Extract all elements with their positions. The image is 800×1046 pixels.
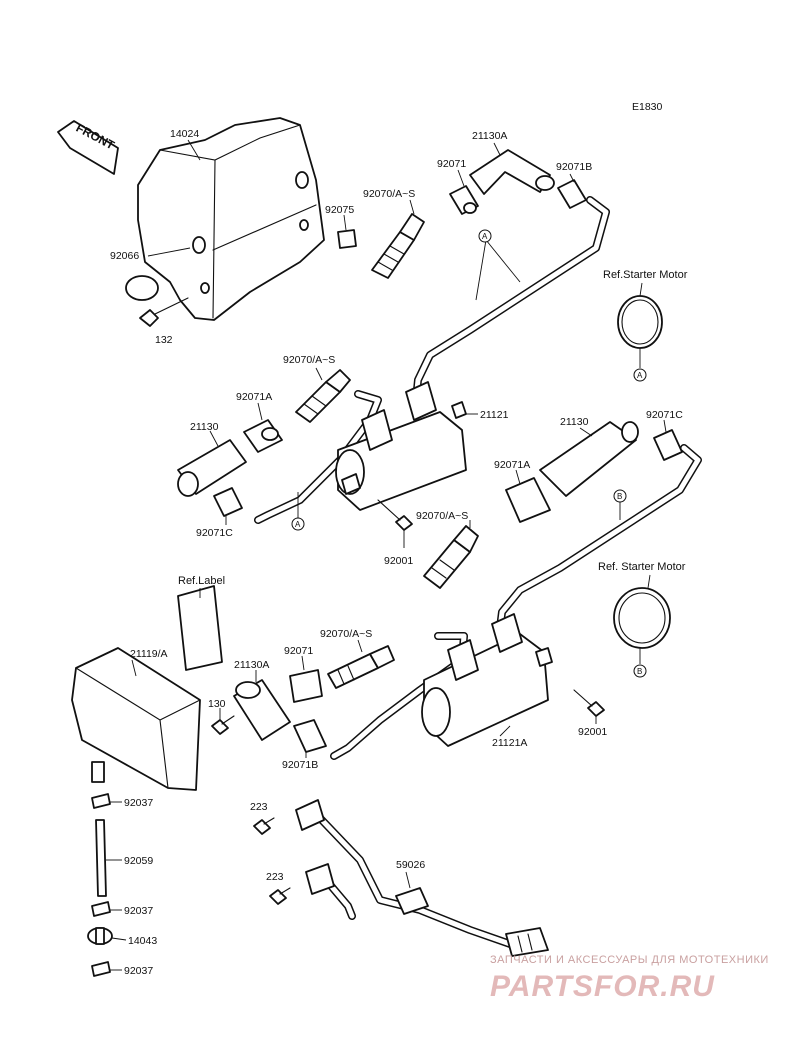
bolt-92001-low	[573, 689, 605, 717]
label-223-a: 223	[250, 801, 268, 813]
cap-92071b-low	[293, 719, 327, 753]
spark-plug-top	[371, 213, 425, 279]
label-92001-mid: 92001	[384, 555, 413, 567]
spark-plug-right	[423, 525, 479, 589]
starter-ring-a	[617, 295, 663, 349]
plug-cap-21130-left	[177, 439, 247, 497]
label-92071a-right: 92071A	[494, 459, 530, 471]
label-92070-right: 92070/A~S	[416, 510, 468, 522]
spark-plug-low	[327, 645, 395, 689]
label-ref-starter-a: Ref.Starter Motor	[603, 269, 688, 281]
svg-text:A: A	[295, 520, 301, 529]
callout-b-top	[613, 489, 627, 503]
label-59026: 59026	[396, 859, 425, 871]
bolt-92001-mid	[377, 499, 413, 531]
diagram-code: E1830	[632, 101, 663, 113]
label-92070-mid: 92070/A~S	[283, 354, 335, 366]
cap-92071c-right	[653, 429, 683, 461]
bolt-132	[139, 297, 189, 327]
screw-223-b	[269, 887, 291, 905]
starter-ring-b	[613, 587, 671, 649]
svg-text:A: A	[637, 371, 643, 380]
cap-92071c-left	[213, 487, 243, 517]
label-92070-top: 92070/A~S	[363, 188, 415, 200]
callout-b-ring	[633, 664, 647, 678]
label-21119a: 21119/A	[130, 648, 168, 660]
label-92037-b: 92037	[124, 905, 153, 917]
boot-92071a-right	[505, 477, 551, 523]
label-21121a: 21121A	[492, 737, 527, 749]
boot-92071-low	[289, 669, 323, 703]
screw-223-a	[253, 817, 275, 835]
label-21130a-top: 21130A	[472, 130, 507, 142]
label-92037-c: 92037	[124, 965, 153, 977]
plug-cap-21130a-top	[469, 149, 555, 195]
wiring-harness-59026	[295, 799, 549, 957]
spark-plug-mid	[295, 369, 351, 423]
label-92075: 92075	[325, 204, 354, 216]
igniter-21119a	[71, 647, 201, 791]
label-92071c-right: 92071C	[646, 409, 683, 421]
label-21130-right: 21130	[560, 416, 589, 428]
label-92071-top: 92071	[437, 158, 466, 170]
label-14024: 14024	[170, 128, 199, 140]
label-92071a-left: 92071A	[236, 391, 272, 403]
label-21130-left: 21130	[190, 421, 219, 433]
label-92037-a: 92037	[124, 797, 153, 809]
label-21121: 21121	[480, 409, 509, 421]
ht-lead-a	[412, 196, 610, 404]
label-130: 130	[208, 698, 226, 710]
ref-label-sticker	[177, 585, 223, 671]
plug-cap-21130-right	[539, 421, 639, 497]
label-92001-low: 92001	[578, 726, 607, 738]
label-132: 132	[155, 334, 173, 346]
label-92071c-left: 92071C	[196, 527, 233, 539]
ignition-coil-21121	[335, 381, 467, 511]
svg-text:B: B	[617, 492, 622, 501]
callout-a-top	[478, 229, 492, 243]
vacuum-assembly	[87, 793, 113, 977]
ignition-coil-21121a	[421, 613, 553, 747]
watermark-brand: PARTSFOR.RU	[490, 970, 715, 1003]
label-ref-label: Ref.Label	[178, 575, 225, 587]
callout-a-mid	[291, 517, 305, 531]
label-92066: 92066	[110, 250, 139, 262]
label-92071b-low: 92071B	[282, 759, 318, 771]
label-14043: 14043	[128, 935, 157, 947]
coil-cover	[137, 117, 325, 321]
label-92059: 92059	[124, 855, 153, 867]
svg-text:A: A	[482, 232, 488, 241]
label-223-b: 223	[266, 871, 284, 883]
grommet-92066	[125, 275, 159, 301]
ht-lead-b	[496, 444, 702, 632]
label-92071-low: 92071	[284, 645, 313, 657]
pad-92075	[337, 229, 357, 249]
label-92070-low: 92070/A~S	[320, 628, 372, 640]
front-arrow-icon: FRONT	[57, 120, 119, 175]
cap-92071b-top	[557, 179, 587, 209]
plug-cap-21130a-low	[233, 679, 291, 741]
bolt-130	[211, 715, 235, 735]
label-ref-starter-b: Ref. Starter Motor	[598, 561, 686, 573]
svg-text:B: B	[637, 667, 642, 676]
callout-a-ring	[633, 368, 647, 382]
label-92071b-top: 92071B	[556, 161, 592, 173]
watermark-tagline: ЗАПЧАСТИ И АКСЕССУАРЫ ДЛЯ МОТОТЕХНИКИ	[490, 954, 769, 966]
label-21130a-low: 21130A	[234, 659, 269, 671]
